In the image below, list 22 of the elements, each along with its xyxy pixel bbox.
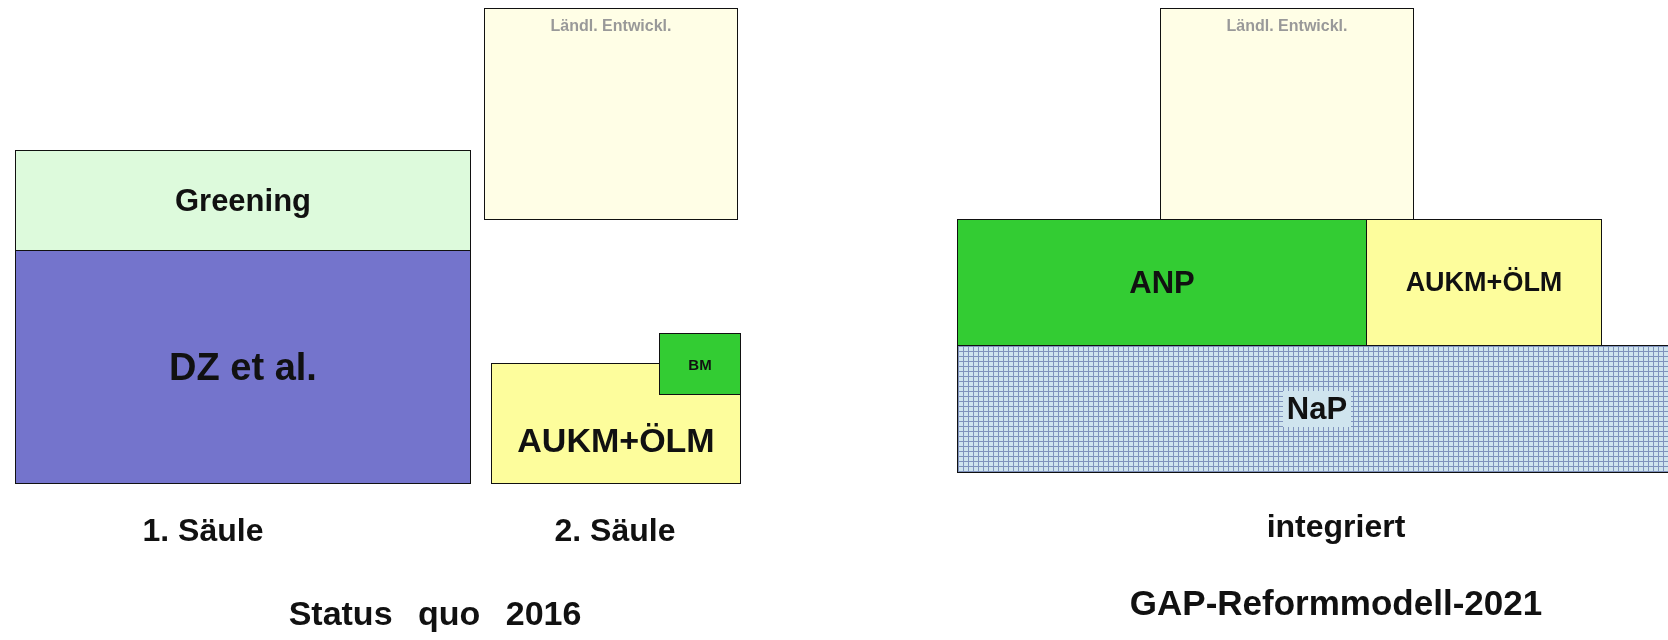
block-box: [957, 345, 1668, 473]
caption-text: GAP-Reformmodell-2021: [1129, 583, 1543, 623]
block-box: [659, 333, 741, 395]
caption-text: Status quo 2016: [288, 594, 582, 633]
block-label: ANP: [1129, 264, 1195, 301]
block-label: AUKM+ÖLM: [1405, 267, 1563, 298]
block-label: Ländl. Entwickl.: [550, 17, 672, 35]
block-label: NaP: [1282, 391, 1352, 427]
caption-text: 2. Säule: [554, 512, 676, 549]
block-box: [484, 8, 738, 220]
block-box: [15, 150, 471, 251]
caption-text: integriert: [1266, 508, 1406, 545]
block-box: [1160, 8, 1414, 220]
block-label: AUKM+ÖLM: [517, 421, 715, 460]
block-label: DZ et al.: [169, 345, 317, 389]
block-label: Ländl. Entwickl.: [1226, 17, 1348, 35]
block-label: Greening: [174, 182, 312, 219]
block-box: [15, 250, 471, 484]
block-box: [957, 219, 1367, 346]
block-box: [1366, 219, 1602, 346]
block-label: BM: [688, 355, 712, 373]
caption-text: 1. Säule: [142, 512, 264, 549]
